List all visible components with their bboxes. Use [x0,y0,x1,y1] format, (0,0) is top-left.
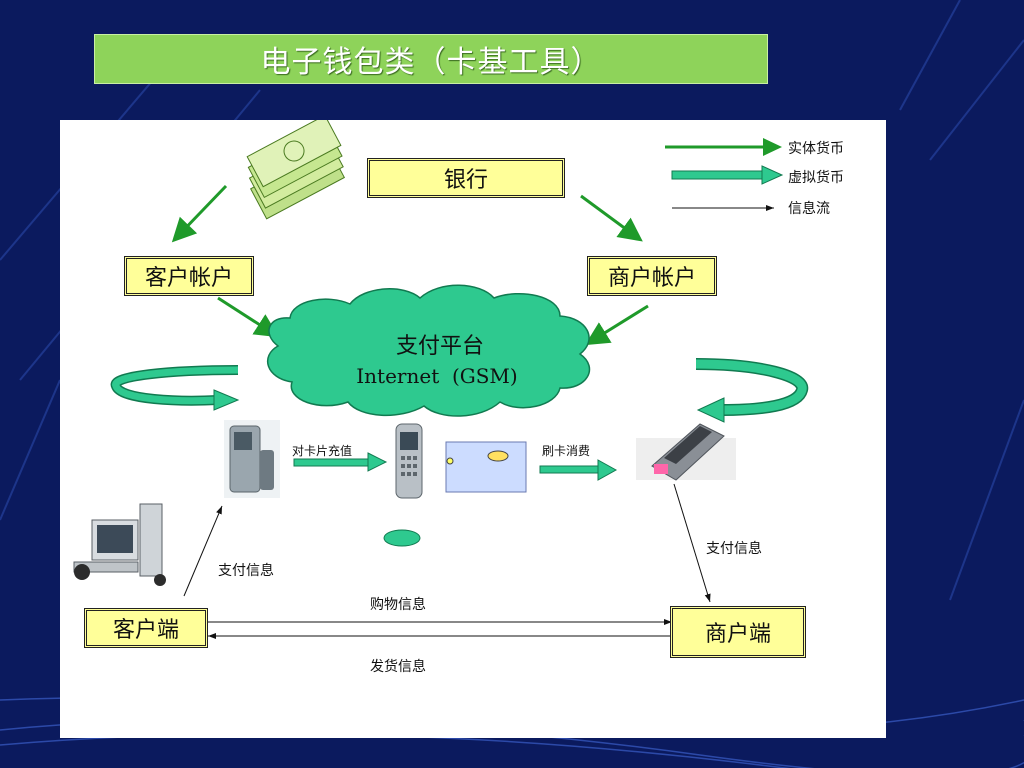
legend-virtual-arrow [671,165,784,185]
arrow-spend [539,459,618,481]
legend-physical-currency-label: 实体货币 [788,141,844,157]
shipping-info-label: 发货信息 [370,659,426,675]
arrow-payment-info-right [673,483,711,603]
card-spend-label: 刷卡消费 [542,444,591,458]
merchant-account-box: 商户帐户 [587,256,717,296]
right-circulation-arrow [695,358,809,423]
desktop-computer-icon [73,503,166,586]
cash-stack-icon [246,120,346,220]
slide-title: 电子钱包类（卡基工具） [94,34,768,84]
arrow-cash-to-customer-account [171,184,228,243]
arrow-bank-to-merchant-account [580,194,643,242]
arrow-merchant-account-to-platform [584,304,649,346]
arrow-customer-account-to-platform [217,296,280,338]
card-icon [445,441,527,493]
diagram-panel: 实体货币 虚拟货币 信息流 银行 客户帐户 商户帐户 客户端 商户端 支付平台 … [60,120,886,738]
legend-virtual-currency-label: 虚拟货币 [788,170,844,186]
payment-info-left-label: 支付信息 [218,563,274,579]
atm-terminal-icon [224,420,280,498]
payment-platform-cloud [267,284,591,417]
bank-box: 银行 [367,158,565,198]
customer-account-box: 客户帐户 [124,256,254,296]
customer-client-box: 客户端 [84,608,208,648]
arrow-payment-info-left [183,505,223,597]
merchant-client-box: 商户端 [670,606,806,658]
diagram-canvas [73,120,809,639]
payment-platform-subtitle: Internet (GSM) [356,364,518,388]
card-recharge-label: 对卡片充值 [292,444,353,458]
left-circulation-arrow [110,365,240,411]
payment-platform-title: 支付平台 [395,334,484,359]
legend-info-flow-label: 信息流 [788,201,830,217]
small-token-ellipse [383,529,421,547]
pos-terminal-icon [636,423,736,481]
legend-physical-arrow [665,138,782,156]
payment-info-right-label: 支付信息 [706,541,762,557]
mobile-phone-icon [395,423,423,499]
arrow-recharge [293,452,388,472]
shopping-info-label: 购物信息 [370,597,426,613]
